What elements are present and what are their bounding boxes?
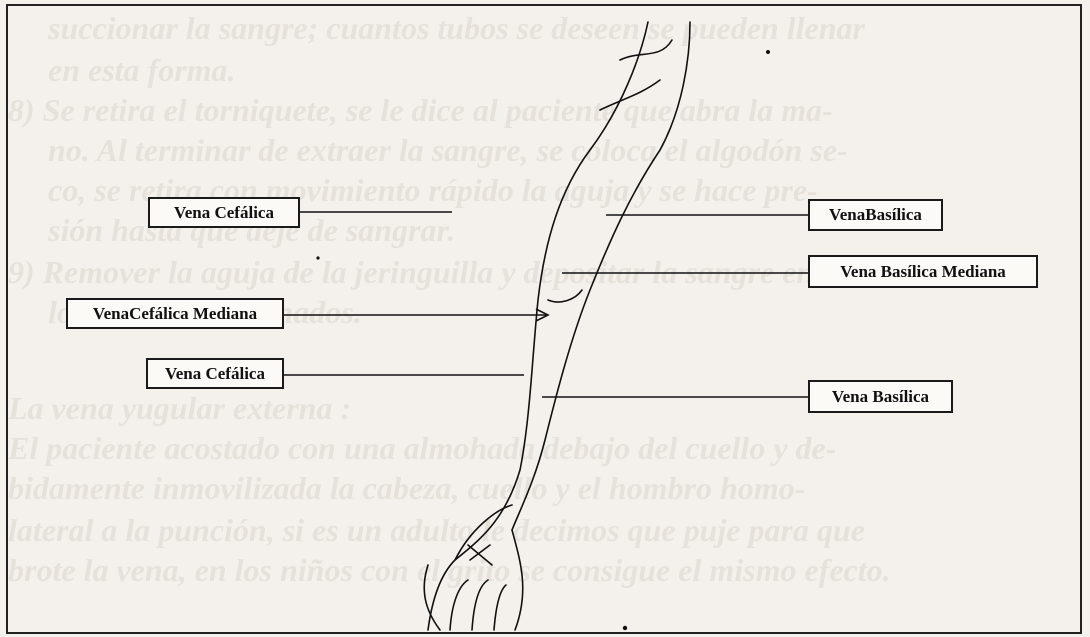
arm-outline-inner	[512, 22, 690, 530]
elbow-detail	[548, 290, 582, 302]
shoulder-detail	[600, 40, 672, 110]
hand-outline	[455, 505, 523, 630]
speck	[766, 50, 770, 54]
label-vena-cefalica-mediana: VenaCefálica Mediana	[66, 298, 284, 329]
label-vena-basilica-mediana: Vena Basílica Mediana	[808, 255, 1038, 288]
label-vena-cefalica-lower: Vena Cefálica	[146, 358, 284, 389]
label-vena-basilica-lower: Vena Basílica	[808, 380, 953, 413]
label-vena-basilica-upper: VenaBasílica	[808, 199, 943, 231]
label-vena-cefalica-upper: Vena Cefálica	[148, 197, 300, 228]
arm-outline-outer	[428, 22, 648, 630]
thumb	[424, 565, 440, 630]
fingers	[450, 580, 506, 630]
hand-vein-lines	[468, 545, 492, 565]
speck	[316, 256, 319, 259]
speck	[623, 626, 627, 630]
